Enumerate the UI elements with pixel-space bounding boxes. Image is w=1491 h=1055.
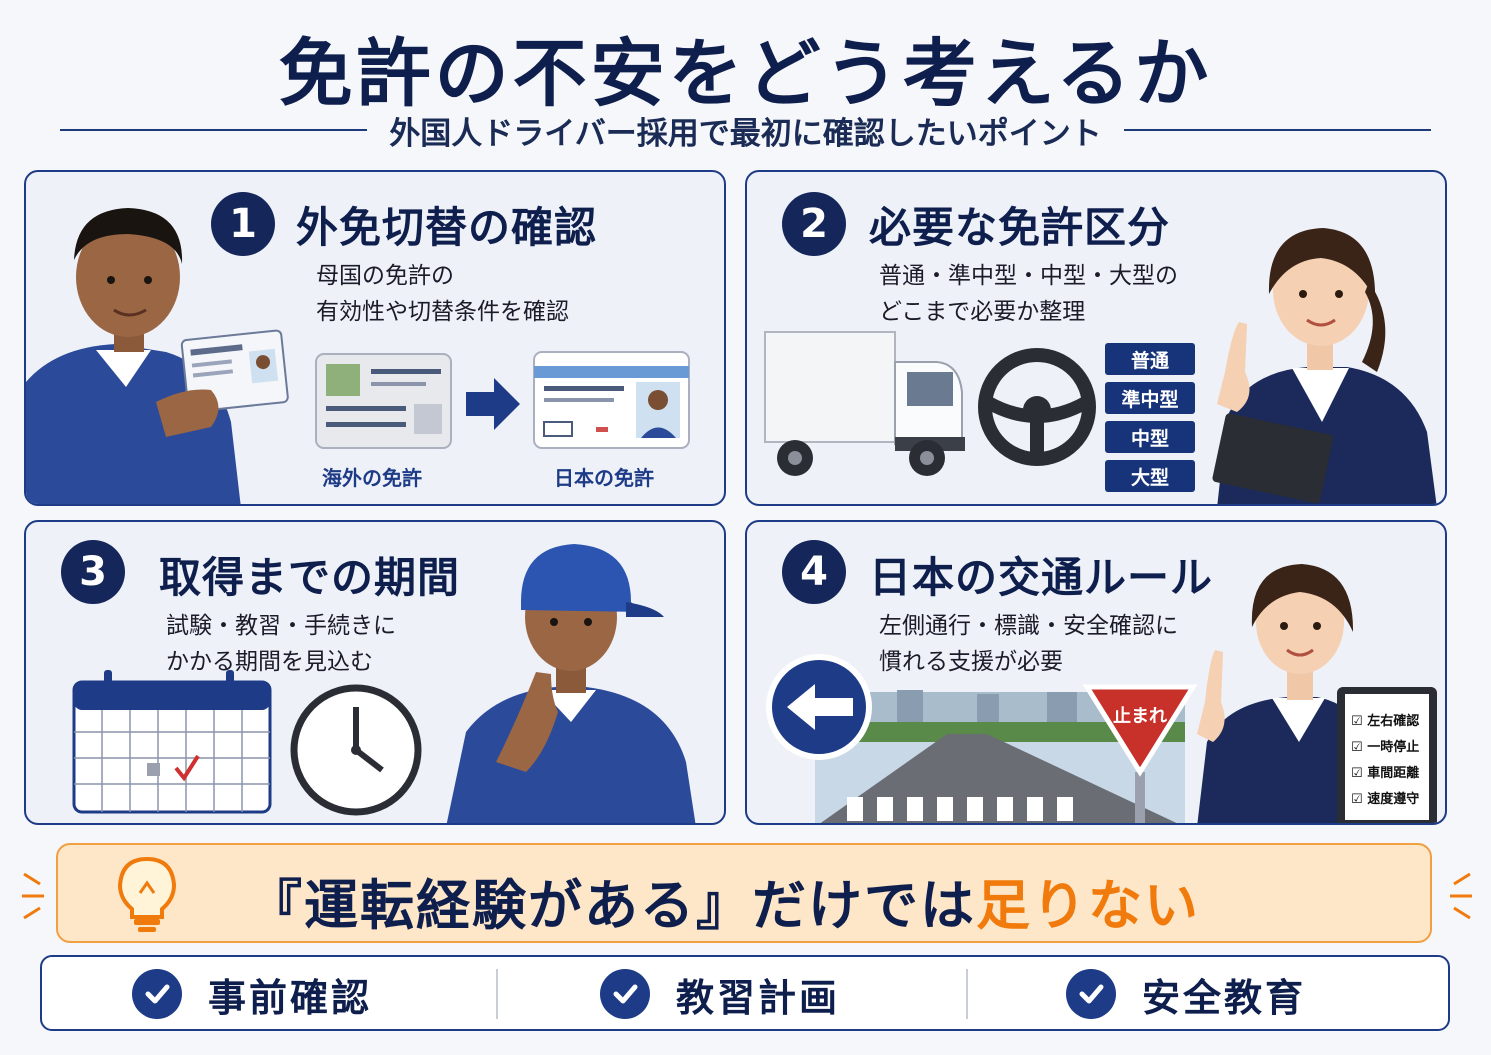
action-item-pre-check: 事前確認 xyxy=(132,969,373,1020)
japan-license-label: 日本の免許 xyxy=(554,466,654,490)
foreign-license-card-illustration xyxy=(315,353,452,449)
panel-1-desc-line-2: 有効性や切替条件を確認 xyxy=(316,299,569,325)
panel-4-desc-line-2: 慣れる支援が必要 xyxy=(879,649,1063,675)
sparkle-right-icon xyxy=(1450,872,1472,920)
panel-license-conversion: 1 外免切替の確認 母国の免許の 有効性や切替条件を確認 海外の免許 日本の免許 xyxy=(24,170,726,506)
action-item-label: 安全教育 xyxy=(1142,975,1307,1020)
category-junchugata: 準中型 xyxy=(1105,382,1195,414)
panel-1-number: 1 xyxy=(211,192,275,256)
action-items-bar: 事前確認 教習計画 安全教育 xyxy=(40,955,1450,1031)
panel-1-illustration xyxy=(26,208,690,504)
left-arrow-sign-icon xyxy=(766,654,872,760)
panel-2-desc-line-2: どこまで必要か整理 xyxy=(879,299,1086,325)
female-staff-illustration xyxy=(1212,228,1437,504)
divider xyxy=(496,969,498,1019)
divider xyxy=(966,969,968,1019)
japan-license-card-illustration xyxy=(533,351,690,449)
checklist-item: ☑ 速度遵守 xyxy=(1351,792,1420,807)
category-futsu: 普通 xyxy=(1105,343,1195,375)
worker-holding-card-illustration xyxy=(26,208,289,504)
banner-main-text: 『運転経験がある』だけでは xyxy=(248,874,976,937)
panel-4-number: 4 xyxy=(782,540,846,604)
category-chugata: 中型 xyxy=(1105,421,1195,453)
checklist-item: ☑ 一時停止 xyxy=(1351,740,1420,755)
page-subtitle: 外国人ドライバー採用で最初に確認したいポイント xyxy=(389,115,1102,152)
action-item-label: 事前確認 xyxy=(208,975,373,1020)
subtitle-divider-right xyxy=(1123,129,1432,131)
panel-2-number: 2 xyxy=(782,192,846,256)
panel-3-desc-line-2: かかる期間を見込む xyxy=(166,649,373,675)
stop-sign-icon xyxy=(1082,684,1198,823)
checklist-board-icon xyxy=(1337,687,1437,823)
panel-2-illustration xyxy=(764,228,1437,504)
panel-1-desc-line-1: 母国の免許の xyxy=(316,263,454,289)
check-circle-icon xyxy=(600,969,650,1019)
panel-traffic-rules: 4 日本の交通ルール 左側通行・標識・安全確認に 慣れる支援が必要 止まれ ☑ … xyxy=(745,520,1447,825)
truck-illustration xyxy=(764,331,965,476)
key-message-banner: 『運転経験がある』だけでは足りない xyxy=(56,843,1432,943)
calendar-icon xyxy=(72,670,272,814)
panel-3-number: 3 xyxy=(61,540,125,604)
clock-icon xyxy=(290,684,422,816)
panel-3-title: 取得までの期間 xyxy=(159,553,461,602)
category-ogata: 大型 xyxy=(1105,460,1195,492)
panel-2-desc-line-1: 普通・準中型・中型・大型の xyxy=(879,263,1178,289)
panel-1-title: 外免切替の確認 xyxy=(296,203,598,252)
banner-accent-text: 足りない xyxy=(976,874,1200,937)
panel-4-desc-line-1: 左側通行・標識・安全確認に xyxy=(879,613,1178,639)
panel-3-desc-line-1: 試験・教習・手続きに xyxy=(166,613,396,639)
panel-4-illustration xyxy=(766,564,1437,823)
sparkle-left-icon xyxy=(22,872,44,920)
action-item-safety-education: 安全教育 xyxy=(1066,969,1307,1020)
arrow-right-icon xyxy=(466,378,520,430)
panel-license-category: 2 必要な免許区分 普通・準中型・中型・大型の どこまで必要か整理 普通 準中型… xyxy=(745,170,1447,506)
stop-sign-text: 止まれ xyxy=(1113,706,1167,727)
thinking-worker-illustration xyxy=(446,544,696,823)
panel-acquisition-period: 3 取得までの期間 試験・教習・手続きに かかる期間を見込む xyxy=(24,520,726,825)
check-circle-icon xyxy=(1066,969,1116,1019)
panel-3-illustration xyxy=(72,544,696,823)
female-staff-pointing-illustration xyxy=(1197,564,1367,823)
license-category-list: 普通 準中型 中型 大型 xyxy=(1105,343,1195,499)
checklist-item: ☑ 車間距離 xyxy=(1351,766,1420,781)
steering-wheel-icon xyxy=(978,348,1096,466)
action-item-label: 教習計画 xyxy=(676,975,841,1020)
lightbulb-icon xyxy=(117,856,177,932)
foreign-license-label: 海外の免許 xyxy=(322,466,422,490)
subtitle-divider-left xyxy=(60,129,368,131)
action-item-training-plan: 教習計画 xyxy=(600,969,841,1020)
panel-4-title: 日本の交通ルール xyxy=(869,553,1214,602)
checklist-item: ☑ 左右確認 xyxy=(1351,714,1420,729)
check-circle-icon xyxy=(132,969,182,1019)
page-title: 免許の不安をどう考えるか xyxy=(278,31,1213,117)
banner-message: 『運転経験がある』だけでは足りない xyxy=(248,861,1200,940)
subtitle-row: 外国人ドライバー採用で最初に確認したいポイント xyxy=(60,110,1432,152)
panel-2-title: 必要な免許区分 xyxy=(869,203,1171,252)
